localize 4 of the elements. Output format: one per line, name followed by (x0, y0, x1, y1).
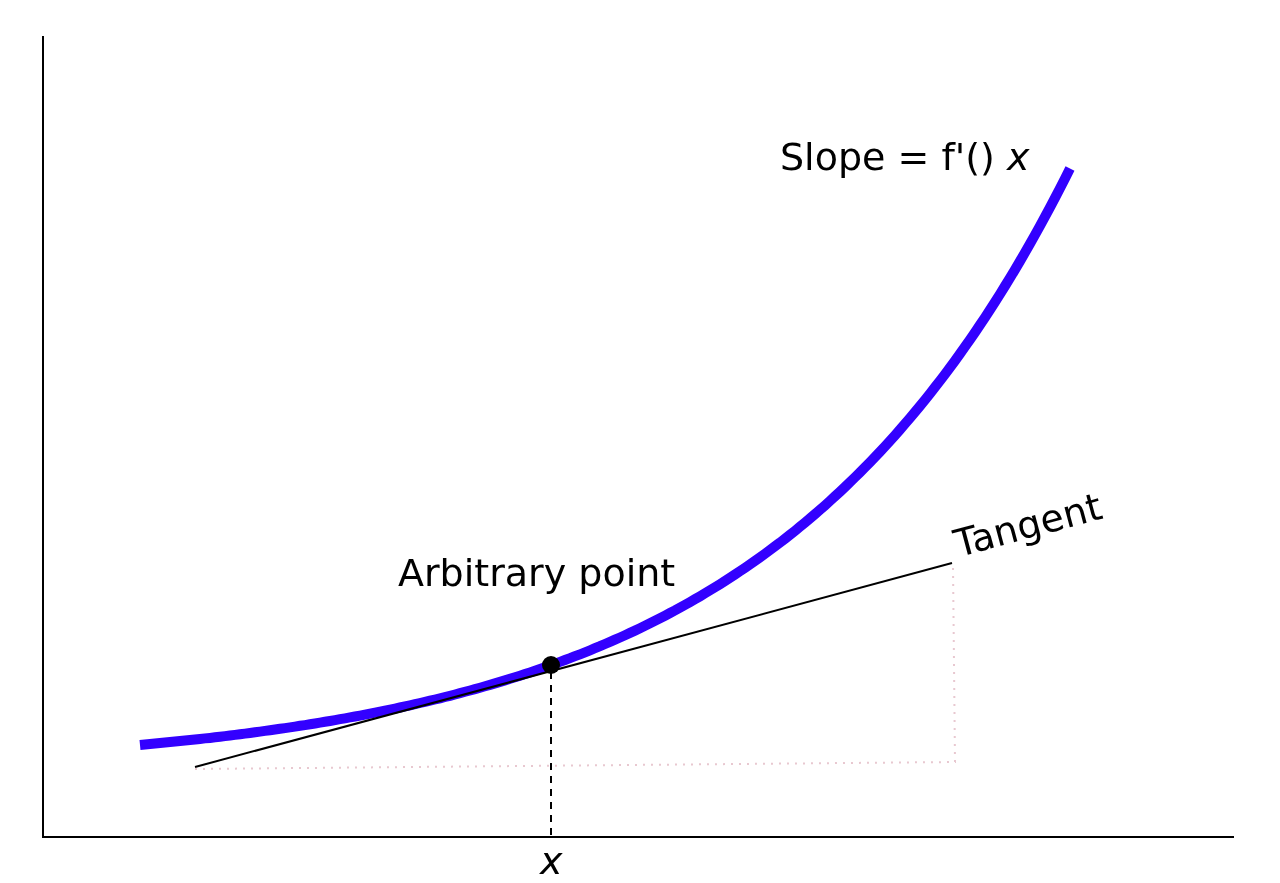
axis-label: x (540, 842, 563, 880)
point-label: Arbitrary point (398, 554, 676, 592)
slope-label: Slope = f'() x (780, 138, 1030, 176)
tangent-label: Tangent (950, 487, 1106, 563)
